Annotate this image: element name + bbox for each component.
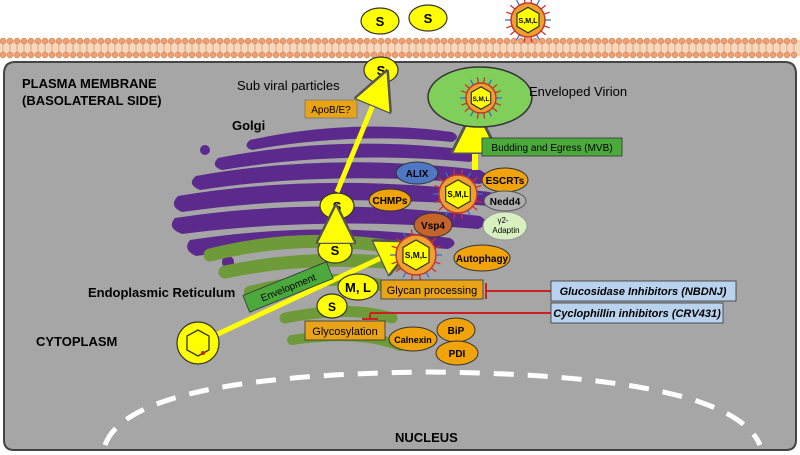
protein-alix: ALIX [395,161,439,185]
svg-text:ESCRTs: ESCRTs [486,176,525,187]
glycan-processing-box: Glycan processing [380,279,484,300]
glycosylation-box: Glycosylation [304,320,386,341]
basolateral-label: (BASOLATERAL SIDE) [22,93,162,108]
protein-escrts: ESCRTs [481,167,529,193]
plasma-membrane-label: PLASMA MEMBRANE [22,76,157,91]
secretion-arrows [203,88,475,343]
plasma-membrane [0,37,800,59]
cyclophilin-inhibitor-box: Cyclophillin inhibitors (CRV431) [550,302,724,324]
protein-chmps: CHMPs [368,188,412,212]
virion-sml: S,M,L [460,77,502,119]
svg-text:Glucosidase Inhibitors (NBDNJ): Glucosidase Inhibitors (NBDNJ) [560,286,727,298]
enveloped-virion-label: Enveloped Virion [529,84,627,99]
virion-label: S,M,L [405,250,427,260]
svg-text:Adaptin: Adaptin [492,226,519,235]
glucosidase-inhibitor-box: Glucosidase Inhibitors (NBDNJ) [550,280,737,302]
svg-text:S: S [333,199,342,214]
svg-text:ALIX: ALIX [406,169,429,180]
virion-label: S,M,L [447,190,468,199]
er-label: Endoplasmic Reticulum [88,285,235,300]
protein-nedd4: Nedd4 [483,190,527,212]
svg-text:ApoB/E?: ApoB/E? [311,105,351,116]
svg-text:S: S [328,300,336,314]
svg-text:Vsp4: Vsp4 [421,221,445,232]
svg-text:Calnexin: Calnexin [394,335,432,345]
svg-text:S: S [376,14,385,29]
svg-text:PDI: PDI [449,349,466,360]
svg-text:CHMPs: CHMPs [372,196,407,207]
svg-text:Budding and Egress (MVB): Budding and Egress (MVB) [491,143,612,154]
ml-protein: M, L [337,273,379,301]
nucleocapsid-hexagon [176,321,220,365]
virion-sml: S,M,L [505,0,551,43]
s-particle: S [363,56,399,84]
protein-vsp4: Vsp4 [413,212,453,238]
svg-text:M, L: M, L [345,280,371,295]
sub-viral-particles-label: Sub viral particles [237,78,340,93]
protein-gamma2-adaptin: γ2- Adaptin [482,211,528,241]
svg-text:Glycan processing: Glycan processing [387,285,478,297]
budding-box: Budding and Egress (MVB) [481,137,623,157]
svg-text:Cyclophillin inhibitors (CRV43: Cyclophillin inhibitors (CRV431) [553,308,721,320]
svg-text:γ2-: γ2- [497,216,508,225]
lipid-heads [0,37,798,59]
cytoplasm-label: CYTOPLASM [36,334,117,349]
nucleus-label: NUCLEUS [395,430,458,445]
inhibition-lines [362,283,551,320]
protein-pdi: PDI [435,340,479,366]
virion-sml: S,M,L [390,229,442,281]
svg-text:S: S [331,243,340,258]
svg-text:BiP: BiP [448,326,465,337]
s-particle: S [316,293,348,319]
svg-text:S: S [377,63,386,78]
s-particle: S [319,192,355,220]
virion-label: S,M,L [473,96,490,103]
s-particle: S [408,4,448,32]
svg-text:Glycosylation: Glycosylation [312,326,377,338]
virion-sml: S,M,L [433,169,483,219]
apob-box: ApoB/E? [304,99,358,119]
protein-autophagy: Autophagy [453,244,511,272]
svg-text:Autophagy: Autophagy [456,254,509,265]
protein-calnexin: Calnexin [388,326,438,352]
virion-label: S,M,L [519,17,539,25]
s-particle: S [317,236,353,264]
nucleus-envelope [102,369,763,447]
s-particle: S [360,7,400,35]
svg-text:Nedd4: Nedd4 [490,197,521,208]
protein-bip: BiP [436,317,476,343]
svg-text:S: S [424,11,433,26]
virions: S,M,L S,M,L S,M,L S,M,L [390,0,551,281]
golgi-label: Golgi [232,118,265,133]
